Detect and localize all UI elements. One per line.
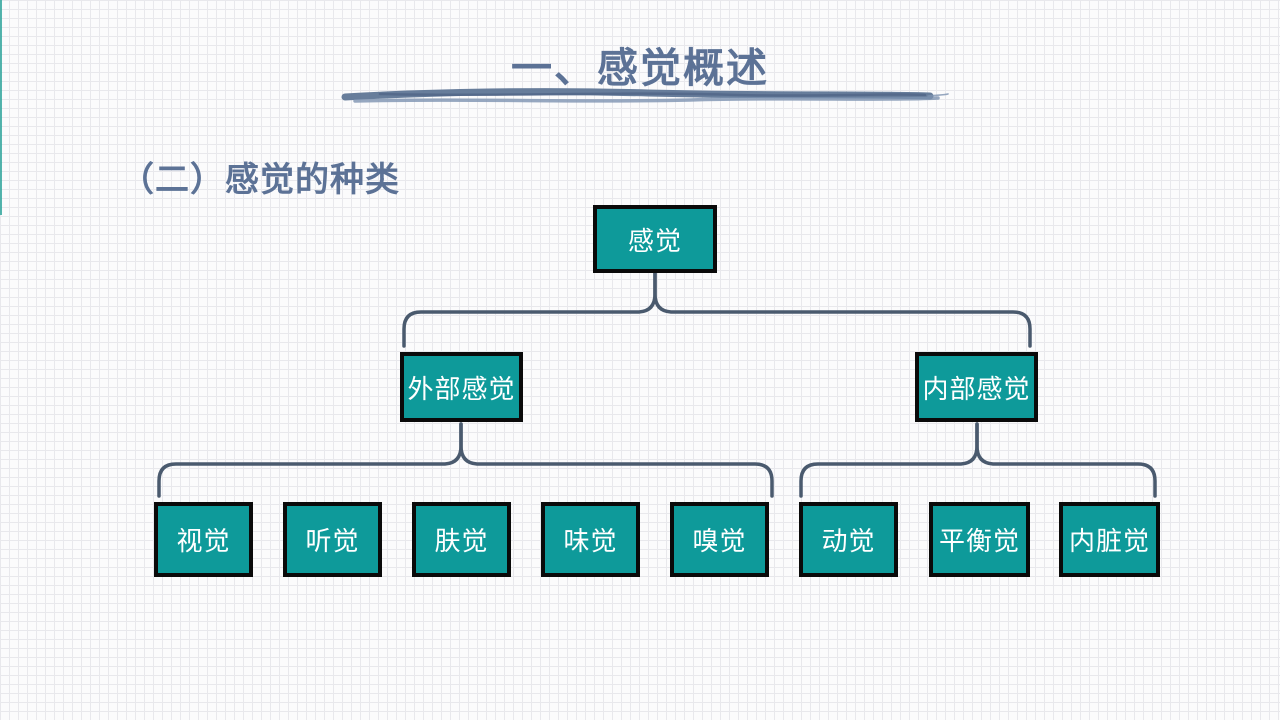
node-sensation-root: 感觉 — [593, 205, 717, 273]
slide-title: 一、感觉概述 — [511, 45, 769, 91]
node-visceral-sense: 内脏觉 — [1059, 502, 1160, 577]
node-kinesthesia: 动觉 — [799, 502, 898, 577]
node-taste: 味觉 — [541, 502, 640, 577]
slide-subtitle: （二）感觉的种类 — [120, 161, 400, 199]
node-internal-sensation: 内部感觉 — [915, 352, 1038, 422]
connector-root-to-level2 — [402, 271, 1032, 348]
left-edge-accent-bar — [0, 0, 2, 215]
node-balance-sense: 平衡觉 — [929, 502, 1030, 577]
node-hearing: 听觉 — [283, 502, 382, 577]
node-skin-sense: 肤觉 — [412, 502, 511, 577]
connector-external-to-children — [157, 422, 774, 498]
node-smell: 嗅觉 — [670, 502, 769, 577]
node-vision: 视觉 — [154, 502, 253, 577]
connector-internal-to-children — [799, 422, 1157, 498]
node-external-sensation: 外部感觉 — [400, 352, 523, 422]
